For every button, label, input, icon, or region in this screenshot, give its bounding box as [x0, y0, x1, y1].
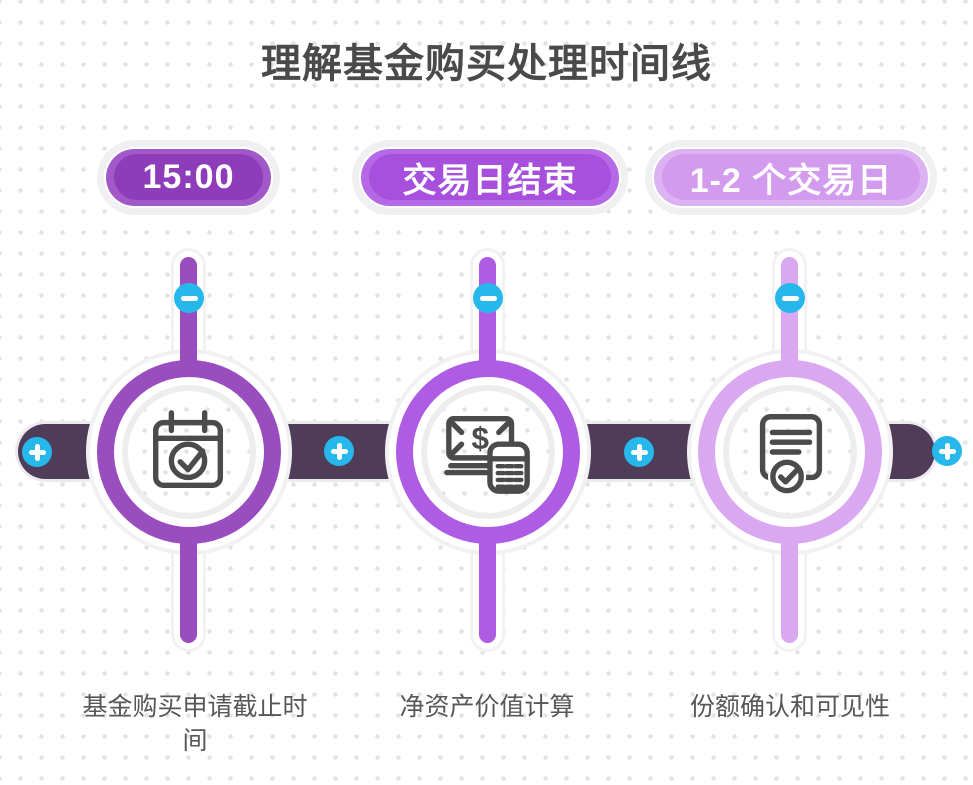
step-caption-nav-calc: 净资产价值计算 [399, 693, 575, 721]
pill-inner-shade [114, 154, 263, 200]
stem [479, 257, 496, 372]
minus-icon [174, 283, 204, 313]
plus-icon [624, 437, 654, 467]
minus-icon [775, 283, 805, 313]
step-node-nav-calc: $ [396, 360, 580, 544]
pill-label: 交易日结束 [402, 162, 578, 200]
pill-inner-shade [662, 154, 920, 200]
node-inner-ring [421, 385, 555, 519]
minus-icon [473, 283, 503, 313]
page-title: 理解基金购买处理时间线 [261, 41, 712, 86]
svg-text:$: $ [471, 421, 488, 456]
document-check-icon [759, 414, 823, 496]
pill-trading-day-end: 交易日结束 [361, 149, 619, 206]
step-node-confirmation [698, 360, 882, 544]
node-inner-ring [723, 385, 857, 519]
stem [479, 532, 496, 643]
pill-cutoff-time: 15:00 [106, 149, 271, 206]
stem [180, 532, 197, 643]
plus-icon [22, 437, 52, 467]
step-node-cutoff [97, 360, 281, 544]
node-inner-ring [122, 385, 256, 519]
pill-inner-shade [369, 154, 611, 200]
stem [180, 257, 197, 372]
step-caption-cutoff: 基金购买申请截止时间 [82, 693, 308, 755]
pill-label: 15:00 [142, 158, 235, 196]
stem [781, 532, 798, 643]
stem [781, 257, 798, 372]
pill-label: 1-2 个交易日 [689, 162, 893, 200]
plus-icon [932, 436, 962, 466]
money-calculator-icon: $ [444, 416, 530, 494]
plus-icon [324, 436, 354, 466]
pill-settlement-days: 1-2 个交易日 [654, 149, 928, 206]
calendar-check-icon [153, 410, 224, 488]
step-caption-confirmation: 份额确认和可见性 [689, 693, 890, 721]
